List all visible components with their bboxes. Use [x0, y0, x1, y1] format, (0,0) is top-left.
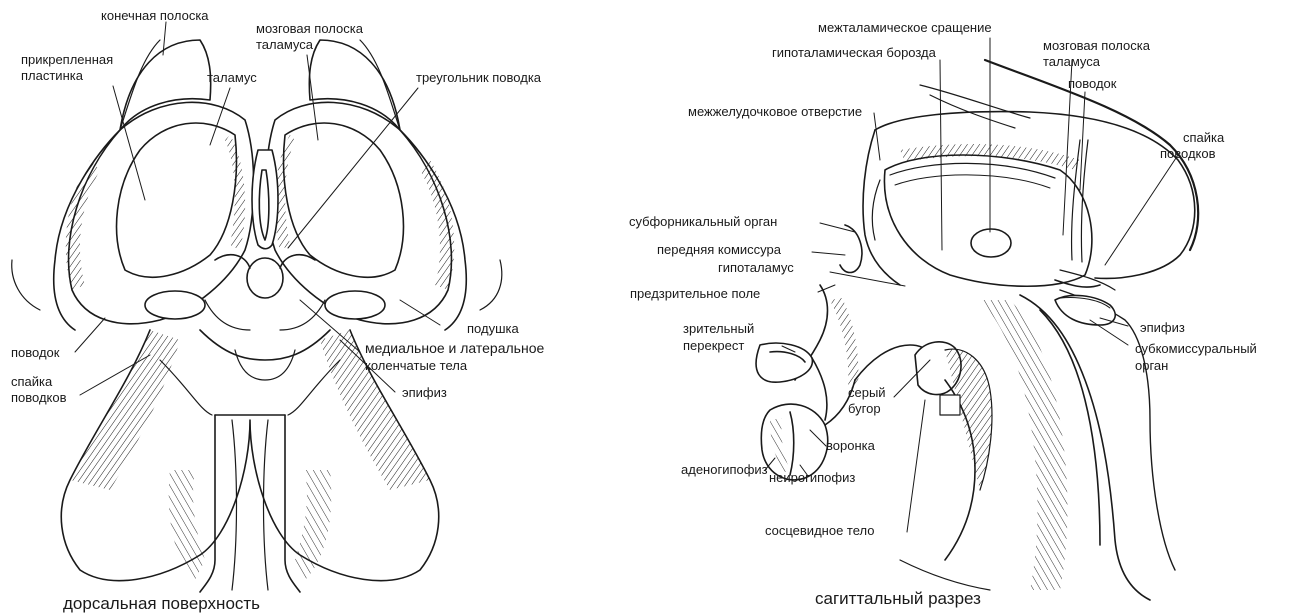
label-medullary-stria-line2: таламуса: [256, 37, 313, 52]
sagittal-section-drawing: [756, 60, 1198, 600]
label-habenula-left: поводок: [11, 345, 59, 360]
label-terminal-stria: конечная полоска: [101, 8, 209, 23]
caption-sagittal-section: сагиттальный разрез: [815, 589, 981, 609]
interthalamic-adhesion: [971, 229, 1011, 257]
label-attached-lamina-line2: пластинка: [21, 68, 83, 83]
label-adenohypophysis: аденогипофиз: [681, 462, 768, 477]
label-habenular-commissure-r-line1: спайка: [1183, 130, 1224, 145]
label-interthalamic-adhesion: межталамическое сращение: [818, 20, 992, 35]
label-neurohypophysis: неирогипофиз: [769, 470, 855, 485]
label-interventricular-foramen: межжелудочковое отверстие: [688, 104, 862, 119]
label-thalamus: таламус: [207, 70, 257, 85]
label-subcommissural-organ-line2: орган: [1135, 358, 1168, 373]
label-habenular-commissure-r-line2: поводков: [1160, 146, 1216, 161]
label-optic-chiasm-line2: перекрест: [683, 338, 744, 353]
label-hypothalamus: гипоталамус: [718, 260, 794, 275]
label-medullary-stria-r-line1: мозговая полоска: [1043, 38, 1150, 53]
label-mammillary-body: сосцевидное тело: [765, 523, 874, 538]
caption-dorsal-surface: дорсальная поверхность: [63, 594, 260, 614]
label-pulvinar: подушка: [467, 321, 519, 336]
label-geniculate-line1: медиальное и латеральное: [365, 341, 544, 356]
label-habenular-commissure-line1: спайка: [11, 374, 52, 389]
label-pineal-left: эпифиз: [402, 385, 447, 400]
label-pineal-right: эпифиз: [1140, 320, 1185, 335]
label-hypothalamic-sulcus: гипоталамическая борозда: [772, 45, 936, 60]
label-medullary-stria-line1: мозговая полоска: [256, 21, 363, 36]
label-anterior-commissure: передняя комиссура: [657, 242, 781, 257]
label-geniculate-line2: коленчатые тела: [365, 358, 467, 373]
label-subfornical-organ: субфорникальный орган: [629, 214, 777, 229]
label-optic-chiasm-line1: зрительный: [683, 321, 754, 336]
label-medullary-stria-r-line2: таламуса: [1043, 54, 1100, 69]
label-tuber-cinereum-line2: бугор: [848, 401, 881, 416]
pineal-body: [247, 258, 283, 298]
label-infundibulum: воронка: [826, 438, 875, 453]
label-preoptic-area: предзрительное поле: [630, 286, 760, 301]
label-subcommissural-organ-line1: субкомиссуральный: [1135, 341, 1257, 356]
label-tuber-cinereum-line1: серый: [848, 385, 886, 400]
label-habenular-commissure-line2: поводков: [11, 390, 67, 405]
thalamus-sagittal: [884, 155, 1091, 286]
dorsal-surface-drawing: [12, 40, 502, 592]
label-habenula-right: поводок: [1068, 76, 1116, 91]
left-thalamus-outline: [69, 102, 254, 323]
label-attached-lamina-line1: прикрепленная: [21, 52, 113, 67]
pineal-sagittal: [1055, 295, 1115, 325]
label-habenular-triangle: треугольник поводка: [416, 70, 541, 85]
